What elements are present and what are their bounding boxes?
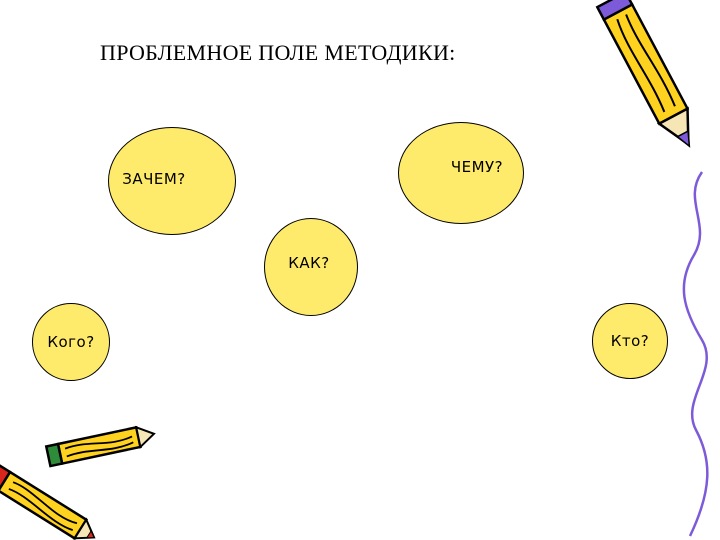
bubble-chemu: ЧЕМУ? — [398, 122, 524, 224]
wavy-line-icon — [682, 171, 709, 537]
bubble-kogo: Кого? — [32, 303, 110, 381]
bubble-kto-label: Кто? — [610, 332, 650, 350]
pencil-icon — [595, 0, 691, 148]
bubble-kto: Кто? — [592, 303, 668, 379]
bubble-zachem: ЗАЧЕМ? — [108, 127, 236, 235]
bubble-zachem-label: ЗАЧЕМ? — [122, 170, 186, 188]
bubble-chemu-label: ЧЕМУ? — [450, 158, 504, 176]
bubble-kak-label: КАК? — [288, 254, 330, 272]
pencils-crossed-icon — [0, 425, 156, 540]
bubble-kogo-label: Кого? — [47, 333, 95, 351]
slide-title: ПРОБЛЕМНОЕ ПОЛЕ МЕТОДИКИ: — [100, 40, 456, 65]
bubble-kak: КАК? — [264, 218, 358, 316]
